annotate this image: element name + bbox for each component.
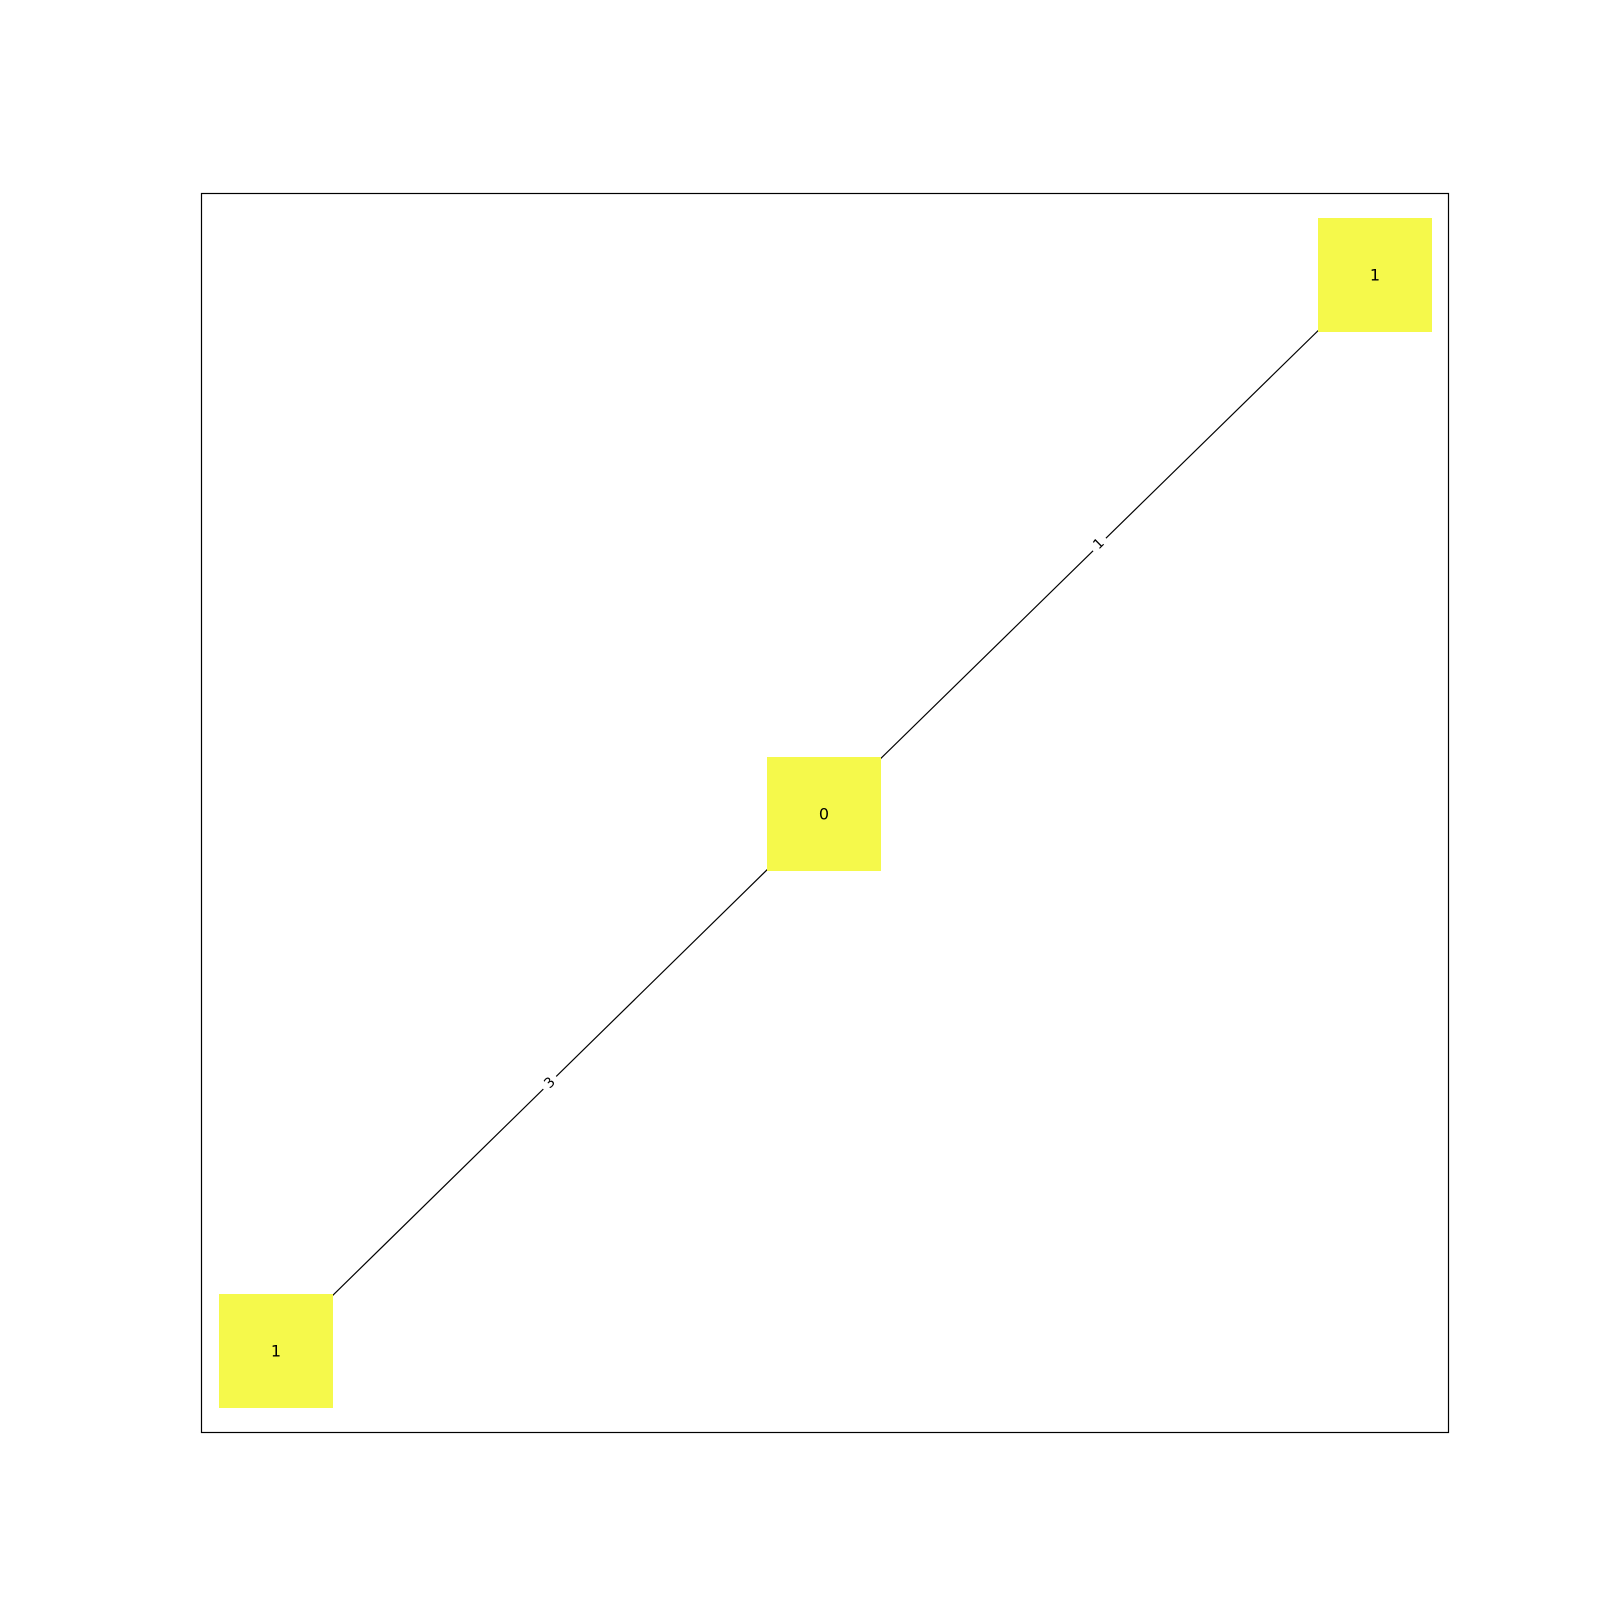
- node-top-right: 1: [1318, 218, 1432, 332]
- node-label: 1: [271, 1342, 281, 1361]
- edge-label-center-bottom-left: 3: [536, 1069, 564, 1097]
- plot-frame: [200, 192, 1450, 1434]
- edge-label-center-top-right: 1: [1085, 530, 1113, 558]
- node-label: 1: [1370, 266, 1380, 285]
- node-bottom-left: 1: [219, 1294, 333, 1408]
- node-center: 0: [767, 757, 881, 871]
- node-label: 0: [819, 805, 829, 824]
